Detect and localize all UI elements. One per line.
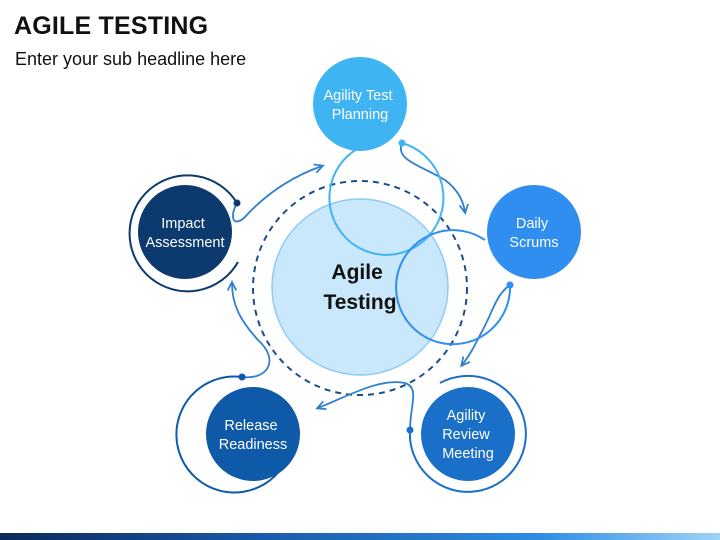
node-daily-scrums: Daily Scrums (395, 185, 581, 346)
connector-planning-to-scrums (399, 142, 465, 212)
node-ring-dot (506, 281, 514, 289)
page-subtitle: Enter your sub headline here (15, 49, 247, 69)
node-label: Daily Scrums (509, 216, 558, 251)
node-circle (138, 185, 232, 279)
node-ring-arc (408, 374, 527, 493)
connector-impact-to-planning (232, 166, 322, 223)
node-label: Agility Review Meeting (442, 408, 494, 462)
bottom-accent-bar (0, 533, 720, 540)
node-release-readiness: Release Readiness (175, 373, 300, 494)
connector-review-to-release (318, 381, 415, 431)
node-circle (487, 185, 581, 279)
node-impact-assessment: Impact Assessment (128, 174, 241, 293)
connector-scrums-to-review (462, 284, 511, 365)
node-label: Impact Assessment (146, 216, 225, 251)
node-agility-review-meeting: Agility Review Meeting (406, 374, 527, 493)
center-circle (271, 198, 449, 376)
node-circle (313, 57, 407, 151)
node-ring-dot (233, 199, 241, 207)
node-ring-dot (406, 426, 414, 434)
node-ring-dot (238, 373, 246, 381)
node-ring-arc (128, 174, 239, 293)
node-circle (421, 387, 515, 481)
page-title: AGILE TESTING (14, 12, 209, 40)
node-agility-test-planning: Agility Test Planning (313, 57, 445, 256)
node-label: Agility Test Planning (323, 88, 396, 123)
center-label: Agile Testing (323, 261, 396, 314)
connector-release-to-impact (232, 283, 271, 379)
node-ring-arc (395, 229, 512, 346)
dashed-ring (252, 180, 468, 396)
node-ring-dot (398, 139, 406, 147)
node-label: Release Readiness (219, 418, 288, 453)
node-ring-arc (328, 142, 445, 256)
node-circle (206, 387, 300, 481)
